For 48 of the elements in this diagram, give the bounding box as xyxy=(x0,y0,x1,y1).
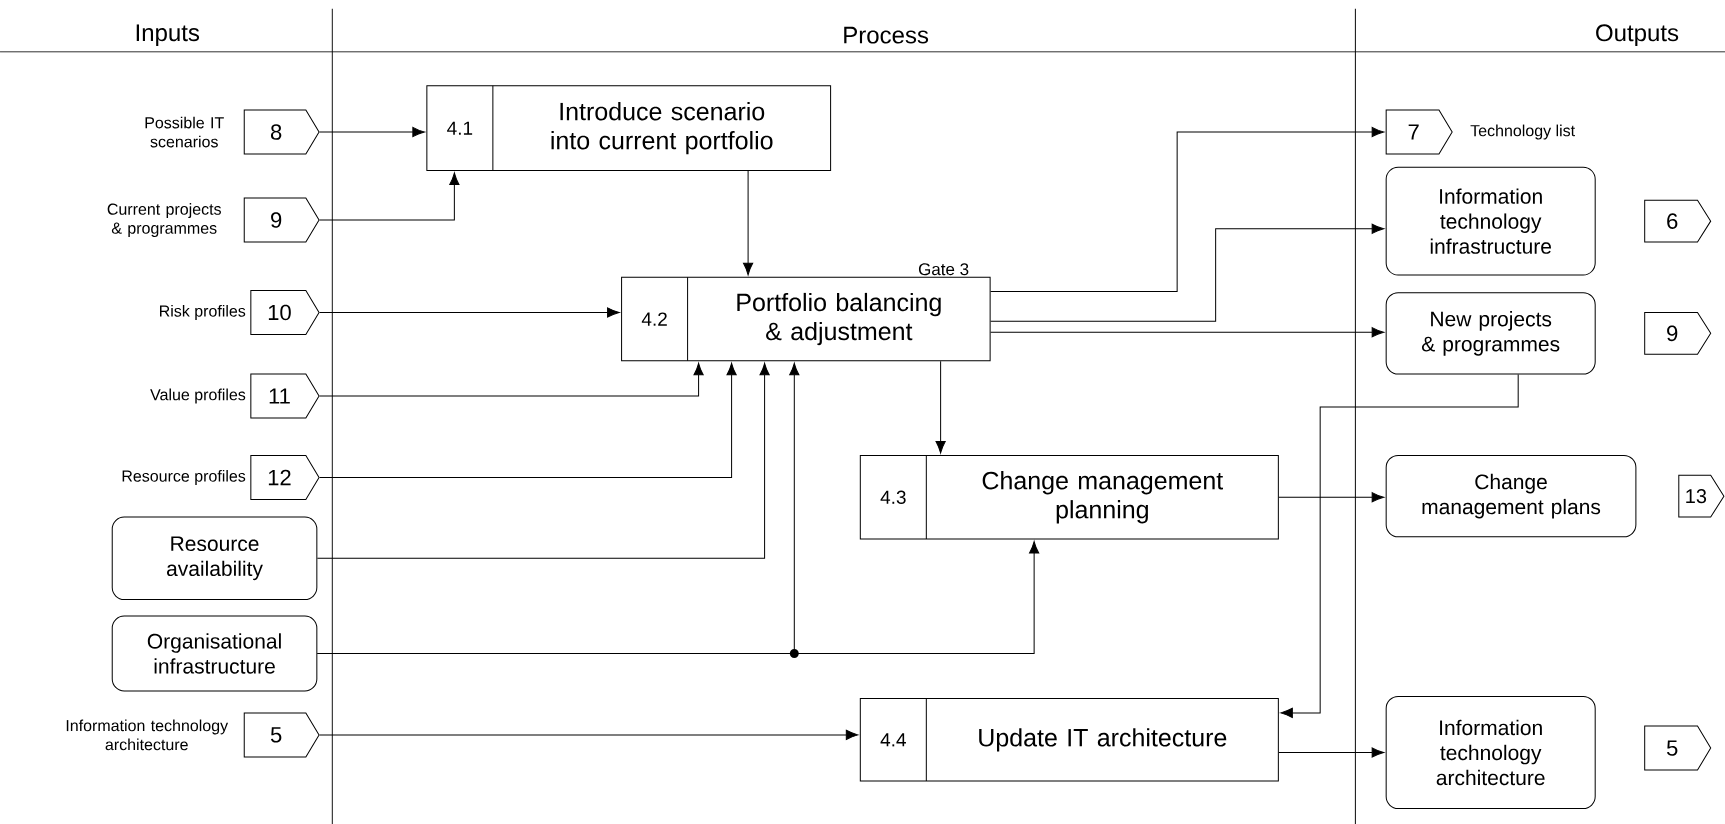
column-heading: Process xyxy=(844,26,929,44)
process-box: 4.4 Update IT architecture xyxy=(859,698,1279,782)
arrow xyxy=(316,362,770,559)
reference-tag: 9 xyxy=(1644,311,1712,355)
reference-tag: 6 xyxy=(1644,199,1712,243)
arrow xyxy=(1278,492,1385,503)
arrow xyxy=(319,172,460,221)
reference-tag: 5 xyxy=(243,712,320,758)
data-box: New projects & programmes xyxy=(1385,292,1596,375)
arrow xyxy=(990,223,1385,322)
arrow xyxy=(319,126,425,138)
reference-tag: 10 xyxy=(250,289,320,335)
data-box: Information technology infrastructure xyxy=(1385,166,1596,276)
arrow xyxy=(990,126,1385,293)
tag-label: Risk profiles xyxy=(160,305,246,320)
column-heading: Outputs xyxy=(1596,24,1679,47)
arrow xyxy=(319,362,737,478)
reference-tag: 5 xyxy=(1644,725,1712,771)
reference-tag: 12 xyxy=(250,454,320,500)
reference-tag: 8 xyxy=(243,109,320,155)
tag-label: Information technology architecture xyxy=(66,719,229,751)
arrow xyxy=(743,170,754,276)
process-box: 4.2 Portfolio balancing & adjustment xyxy=(621,276,991,362)
data-box: Information technology architecture xyxy=(1385,695,1596,810)
reference-tag: 9 xyxy=(243,197,320,243)
arrow xyxy=(316,541,1040,654)
column-heading: Inputs xyxy=(136,24,200,46)
process-box: 4.1 Introduce scenario into current portfolio xyxy=(426,85,832,171)
arrow xyxy=(319,307,620,318)
tag-label: Resource profiles xyxy=(122,470,246,485)
arrow xyxy=(990,327,1385,338)
tag-label: Technology list xyxy=(1470,124,1575,140)
tag-label: Possible IT scenarios xyxy=(145,116,224,148)
arrow xyxy=(319,729,859,740)
arrow xyxy=(1278,747,1385,758)
tag-label: Value profiles xyxy=(150,388,246,404)
data-box: Resource availability xyxy=(111,516,318,601)
arrow xyxy=(935,360,946,454)
reference-tag: 11 xyxy=(250,373,320,419)
reference-tag: 13 xyxy=(1678,474,1725,518)
arrow xyxy=(319,362,704,397)
data-box: Change management plans xyxy=(1385,454,1637,538)
tag-label: Current projects & programmes xyxy=(107,203,221,237)
data-box: Organisational infrastructure xyxy=(111,615,318,692)
process-box: 4.3 Change management planning xyxy=(859,454,1279,540)
reference-tag: 7 xyxy=(1385,109,1453,155)
gate-label: Gate 3 xyxy=(918,263,969,276)
arrow xyxy=(1280,374,1519,718)
